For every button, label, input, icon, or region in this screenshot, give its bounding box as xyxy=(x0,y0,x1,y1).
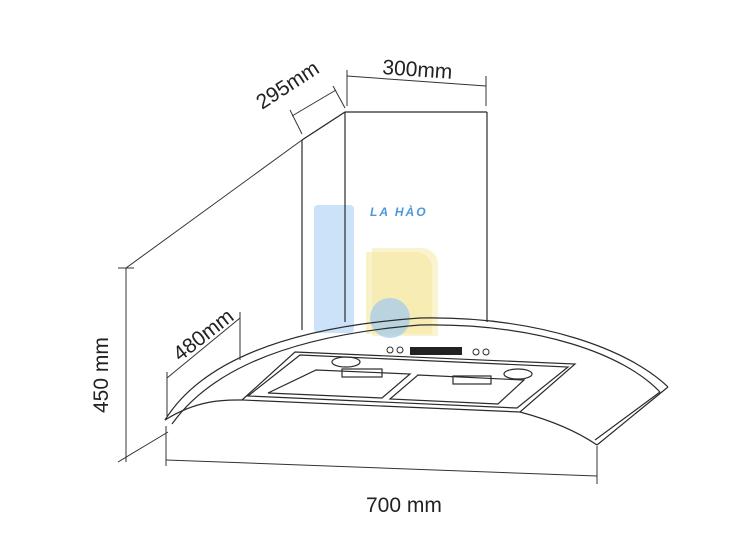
light-left xyxy=(331,356,361,368)
control-display xyxy=(410,347,462,355)
dim-chimney-depth-line xyxy=(291,89,337,117)
dim-width xyxy=(165,426,598,484)
dim-chimney-depth-ext-a xyxy=(289,109,303,135)
dim-height xyxy=(117,267,169,463)
hood-underside-inner xyxy=(246,354,570,409)
dim-chimney-depth-label: 295mm xyxy=(252,57,323,114)
control-button-2 xyxy=(396,346,404,354)
dim-chimney-depth xyxy=(289,85,346,135)
dim-hood-depth-line xyxy=(166,317,241,379)
dim-chimney-width xyxy=(346,70,487,106)
control-button-3 xyxy=(472,348,480,356)
hood-underside-outline xyxy=(240,351,577,413)
light-right xyxy=(503,368,533,380)
filter-right-handle xyxy=(452,375,492,385)
dim-chimney-depth-ext-b xyxy=(332,85,346,109)
filter-right xyxy=(388,374,526,405)
canopy-right-edge xyxy=(596,386,669,446)
canopy-top-curve xyxy=(164,317,669,421)
filter-left xyxy=(267,369,412,399)
wall-perspective-line xyxy=(125,139,303,269)
watermark-blue-circle xyxy=(370,298,410,338)
canopy-left-lower xyxy=(164,399,243,421)
hood-body xyxy=(240,351,577,413)
watermark-logo: LA HÀO xyxy=(314,204,438,338)
canopy-right-lower xyxy=(519,411,598,446)
dim-width-line xyxy=(165,459,598,477)
dim-hood-depth xyxy=(166,312,241,416)
dim-chimney-width-line xyxy=(346,75,487,87)
filter-left-handle xyxy=(341,368,383,378)
guide-lines xyxy=(125,111,346,269)
dim-width-label: 700 mm xyxy=(366,494,442,517)
control-button-1 xyxy=(386,346,394,354)
dim-height-label: 450 mm xyxy=(90,337,113,413)
canopy-top-inner-curve xyxy=(171,324,661,425)
control-button-4 xyxy=(482,348,490,356)
watermark-blue-bar xyxy=(314,205,354,333)
chimney-top-side-edge xyxy=(301,111,346,141)
dim-chimney-width-label: 300mm xyxy=(382,56,453,84)
canopy-right-inner-edge xyxy=(594,391,661,441)
chimney xyxy=(301,111,488,330)
dim-height-tick-bottom xyxy=(117,431,169,463)
glass-canopy xyxy=(164,317,669,446)
dim-hood-depth-label: 480mm xyxy=(169,305,238,366)
control-panel xyxy=(386,346,490,356)
watermark-text: LA HÀO xyxy=(370,204,428,219)
